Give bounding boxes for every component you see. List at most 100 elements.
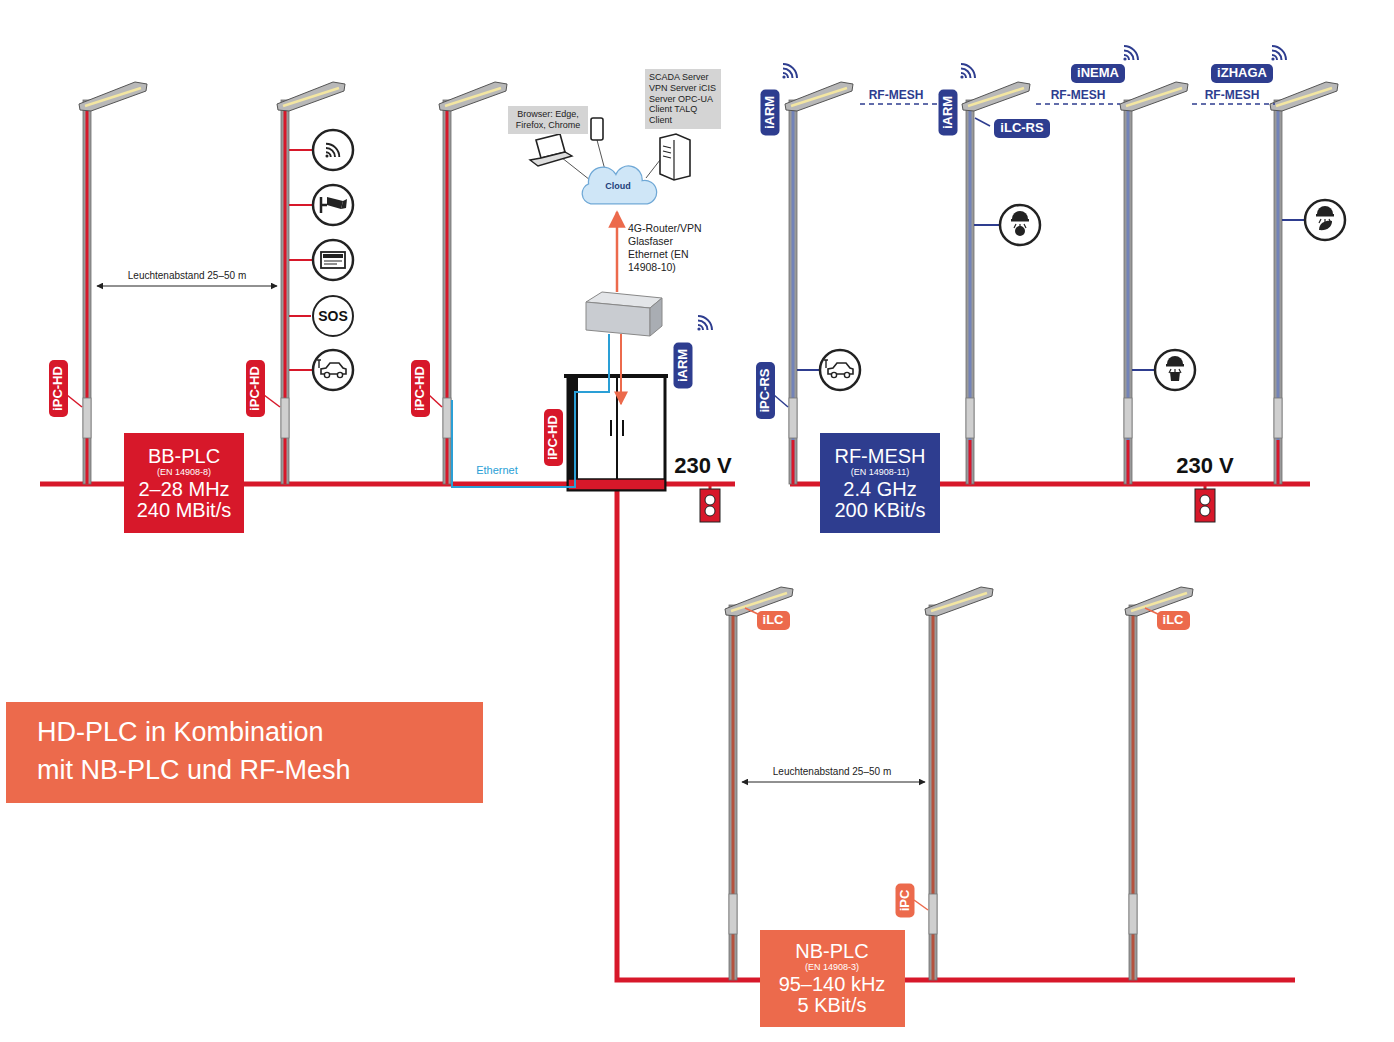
pole-door	[789, 398, 797, 438]
drawing-part	[1319, 221, 1332, 230]
wireless-symbol	[325, 144, 339, 158]
tag-pointer	[264, 395, 280, 407]
drawing-part	[1129, 605, 1137, 980]
rf-mesh-link	[1036, 103, 1120, 105]
wifi-icon	[313, 130, 353, 170]
node-text: SOS	[318, 308, 348, 324]
cloud-shape: Cloud	[576, 165, 660, 207]
drawing-part	[929, 605, 937, 980]
node-text: iLC	[1163, 613, 1184, 628]
luminaire-head	[962, 82, 1030, 111]
drawing-part	[783, 73, 788, 78]
link-label: RF-MESH	[1203, 88, 1262, 102]
node-text: iARM	[941, 95, 956, 128]
drawing-part	[341, 199, 347, 209]
drawing-part	[326, 148, 335, 157]
ev-charging-icon-glyph	[317, 360, 346, 378]
drawing-part	[831, 372, 836, 377]
network-info-box: RF-MESH(EN 14908-11)2.4 GHz 200 KBit/s	[820, 433, 940, 533]
device-tag: iPC-HD	[544, 409, 563, 466]
sensor-link	[974, 224, 999, 226]
camera-icon	[313, 185, 353, 225]
drawing-part	[792, 440, 795, 484]
drawing-part	[698, 325, 703, 330]
luminaire-head	[1270, 82, 1338, 111]
device-tag: iZHAGA	[1211, 64, 1273, 83]
note-box: SCADA Server VPN Server iCIS Server OPC-…	[645, 69, 721, 129]
voltage-label: 230 V	[1176, 453, 1234, 479]
node-text: iZHAGA	[1217, 66, 1267, 81]
drawing-part	[1124, 46, 1138, 60]
light-pole	[1270, 82, 1338, 484]
led-strip	[1131, 593, 1187, 611]
drawing-part	[1127, 440, 1130, 484]
node-text: Browser: Edge, Firefox, Chrome	[512, 109, 584, 131]
tag-pointer	[429, 395, 442, 407]
led-strip	[1276, 88, 1332, 106]
energy-meter	[1195, 489, 1215, 522]
luminaire-head	[785, 82, 853, 111]
drawing-part	[1316, 214, 1334, 217]
node-text: NB-PLC	[795, 940, 868, 962]
pole-door	[281, 398, 289, 438]
display-icon	[313, 240, 353, 280]
drawing-part	[1015, 226, 1025, 236]
parking-sensor-icon-glyph	[1011, 211, 1029, 236]
drawing-part	[568, 479, 665, 490]
tag-pointer	[914, 900, 928, 910]
drawing-part	[789, 100, 797, 484]
node-text: iLC-RS	[1000, 121, 1043, 136]
wireless-symbol	[697, 316, 712, 331]
sensor-link	[289, 315, 311, 317]
drawing-part	[1124, 55, 1129, 60]
node-text: iARM	[763, 95, 778, 128]
energy-meter	[700, 489, 720, 522]
drawing-part	[323, 254, 343, 258]
ev-charging-icon-glyph	[824, 360, 853, 378]
device-tag: iLC-RS	[994, 119, 1050, 138]
drawing-part	[1277, 440, 1280, 484]
node-text: (EN 14908-11)	[851, 467, 909, 478]
drawing-part	[324, 372, 329, 377]
drawing-part	[729, 605, 737, 980]
device-tag: iARM	[674, 342, 693, 388]
drawing-part	[325, 154, 328, 157]
display-icon-glyph	[321, 252, 345, 268]
drawing-part	[1012, 211, 1028, 219]
voltage-label: 230 V	[674, 453, 732, 479]
drawing-part	[326, 144, 339, 157]
sensor-link	[289, 369, 312, 371]
led-strip	[283, 88, 339, 106]
phone-icon	[591, 118, 603, 140]
node-text: iPC-HD	[248, 366, 263, 411]
device-tag: iNEMA	[1071, 64, 1125, 83]
uplink-note: 4G-Router/VPN Glasfaser Ethernet (EN 149…	[628, 222, 712, 275]
drawing-part	[969, 440, 972, 484]
drawing-part	[1166, 364, 1184, 367]
drawing-part	[783, 69, 793, 79]
node-text: (EN 14908-3)	[805, 962, 859, 973]
drawing-part	[1195, 489, 1215, 522]
dimension-label: Leuchtenabstand 25–50 m	[771, 766, 893, 777]
node-text: (EN 14908-8)	[157, 467, 211, 478]
drawing-part	[530, 152, 572, 166]
node-text: iLC	[763, 613, 784, 628]
light-pole	[1120, 82, 1188, 484]
ethernet-cable	[452, 334, 609, 487]
router	[586, 292, 662, 336]
node-text: RF-MESH	[834, 445, 925, 467]
cable-label: Ethernet	[476, 464, 518, 476]
sensor-link	[289, 259, 312, 261]
drawing-part	[568, 376, 665, 490]
wireless-symbol	[1271, 46, 1286, 61]
title: HD-PLC in Kombination mit NB-PLC und RF-…	[37, 714, 357, 790]
device-tag: iARM	[939, 89, 958, 135]
dimension-label: Leuchtenabstand 25–50 m	[126, 270, 248, 281]
luminaire-head	[439, 82, 507, 111]
drawing-part	[281, 100, 289, 484]
sensor-link	[289, 149, 312, 151]
drawing-part	[83, 100, 91, 484]
led-strip	[445, 88, 501, 106]
tag-pointer	[774, 395, 788, 407]
drawing-part	[1272, 51, 1282, 61]
